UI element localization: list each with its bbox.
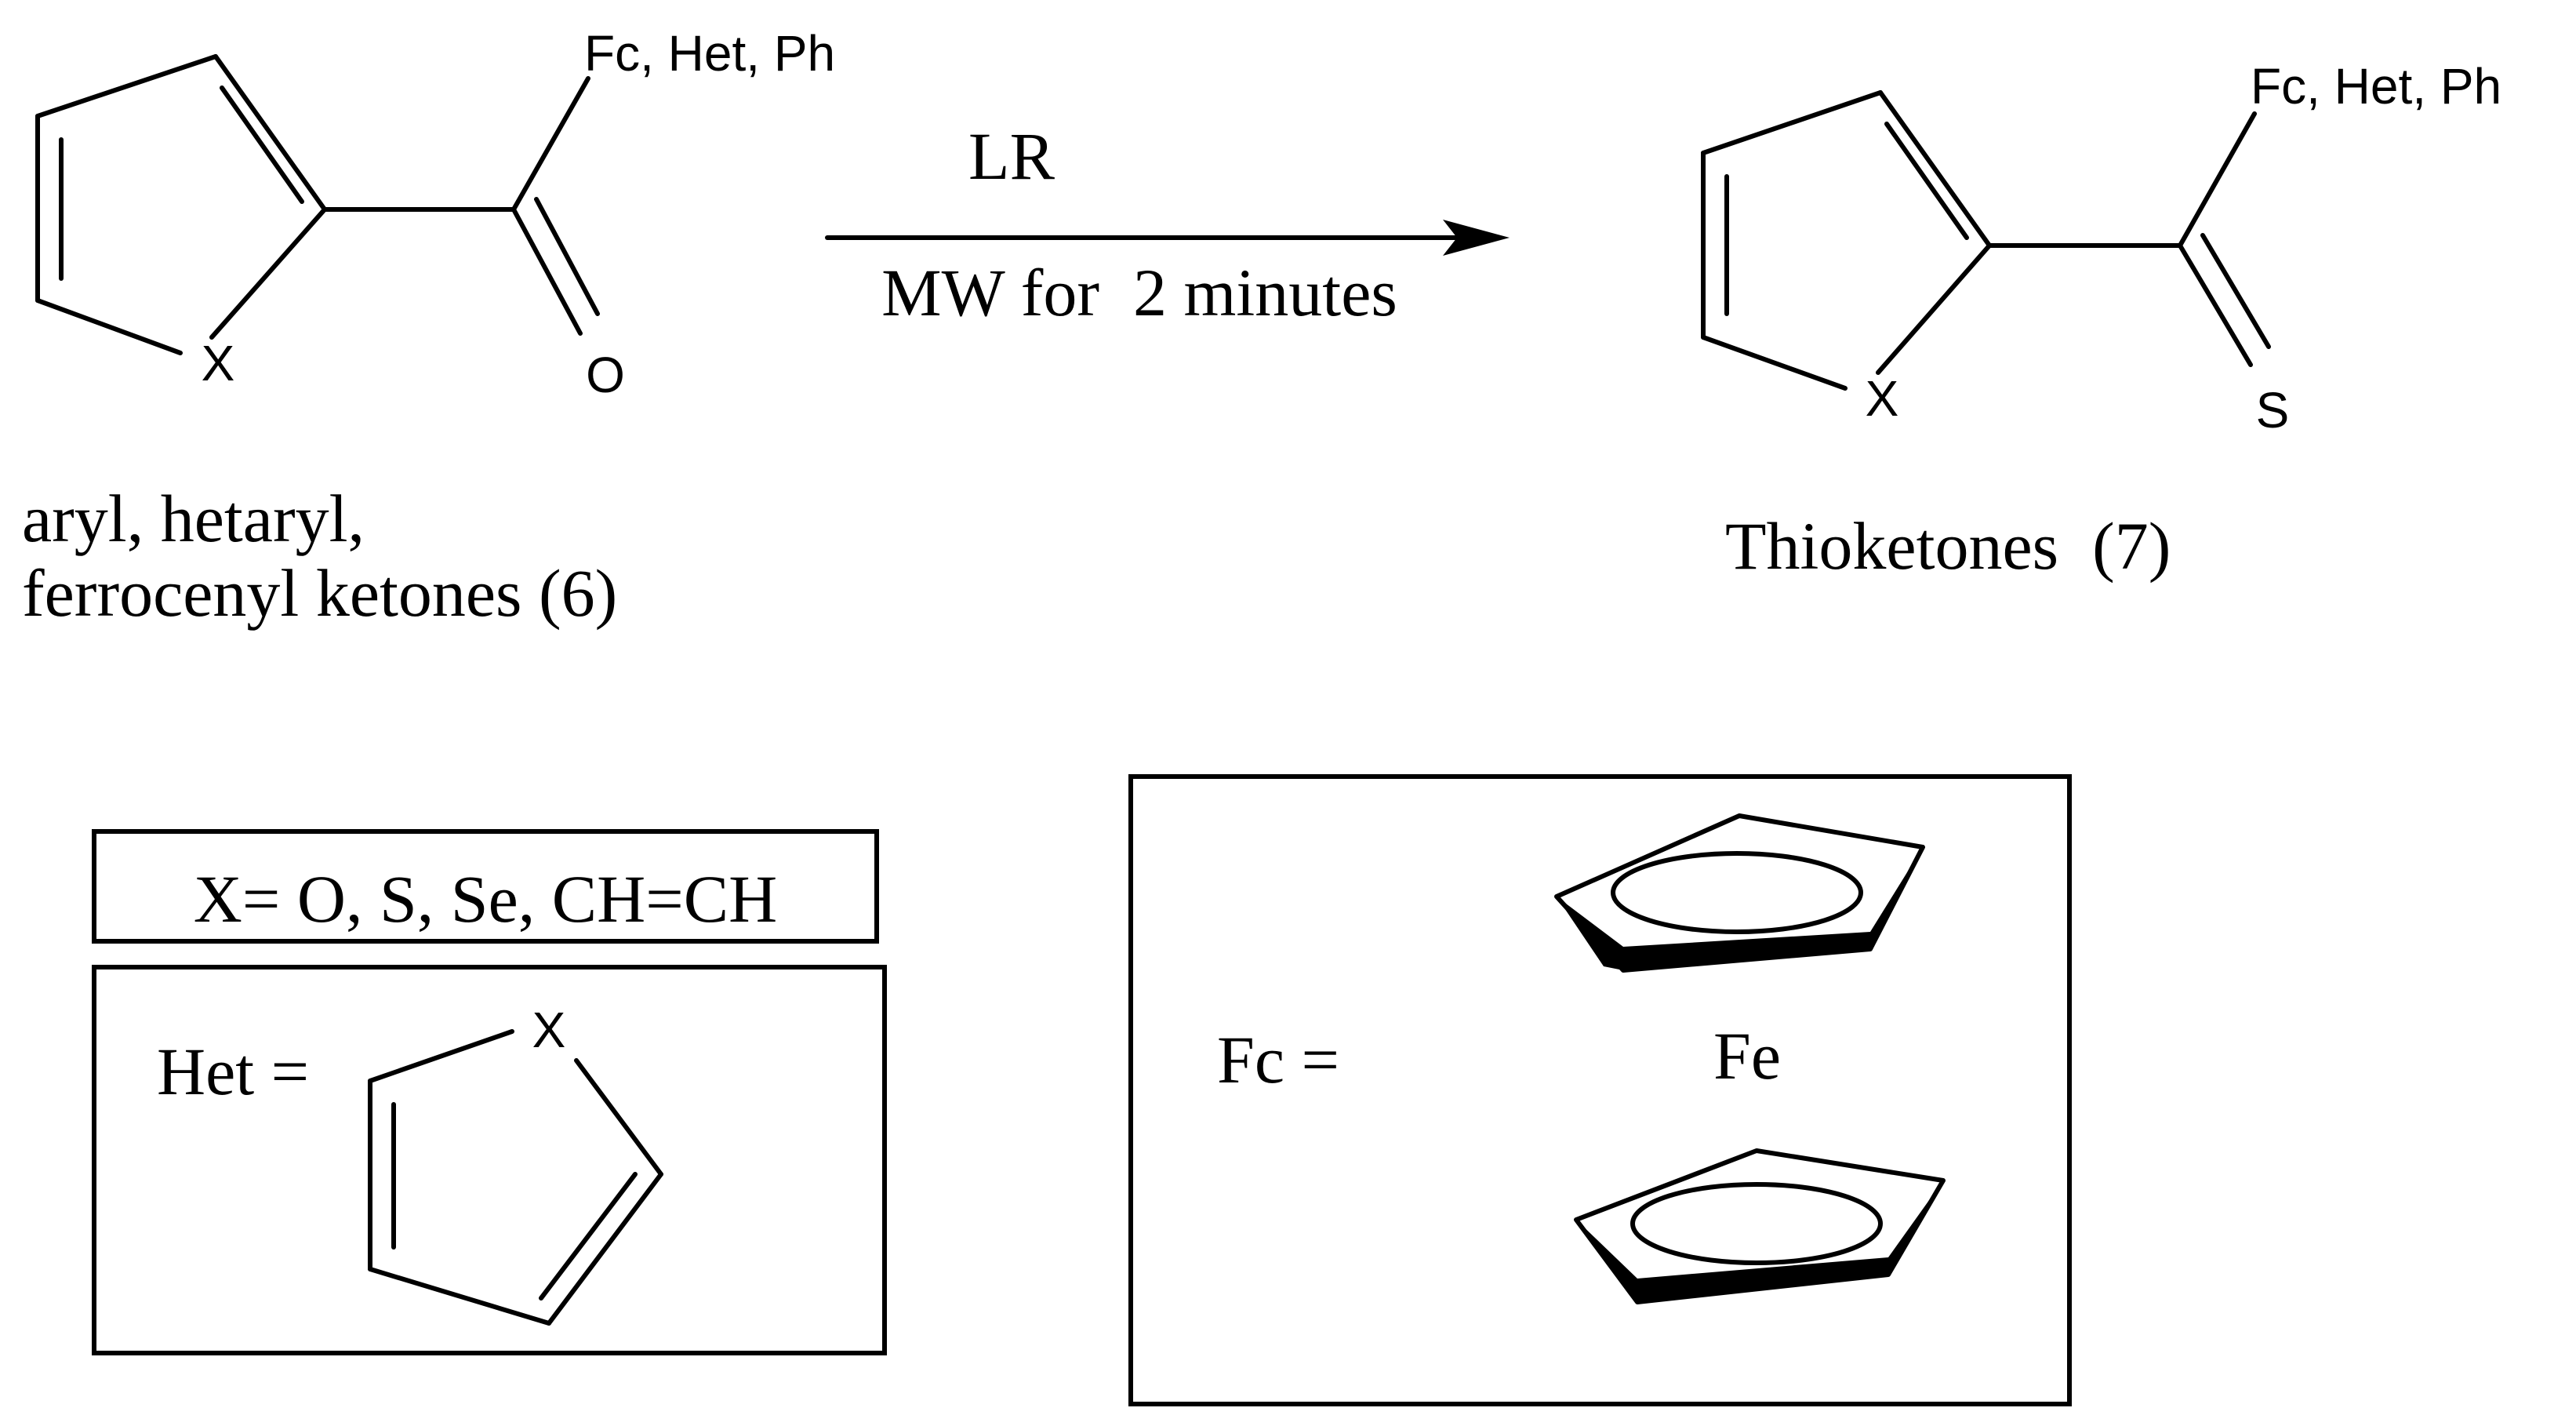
het-definition-box [92,965,887,1355]
het-heteroatom-label: X [532,1002,566,1058]
x-definition-text: X= O, S, Se, CH=CH [194,861,777,937]
reactant-structure: X O Fc, Het, Ph [35,25,835,403]
fc-lower-cp-ring [1574,1148,1946,1304]
product-caption: Thioketones (7) [1725,508,2171,584]
fc-definition-box [1128,774,2072,1406]
reactant-carbonyl-oxygen-label: O [586,347,625,403]
fc-metal-label: Fe [1713,1018,1781,1093]
product-substituent-label: Fc, Het, Ph [2251,58,2502,115]
fc-label: Fc = [1217,1022,1339,1097]
reactant-caption-line2: ferrocenyl ketones (6) [22,555,617,631]
reaction-arrow [825,220,1510,256]
product-structure: X S Fc, Het, Ph [1701,58,2502,438]
x-definition-box [92,829,879,944]
reagent-label: LR [968,118,1055,194]
het-ring-structure: X [368,1002,663,1326]
het-label: Het = [157,1034,309,1109]
reactant-caption-line1: aryl, hetaryl, [22,481,365,556]
product-thione-sulfur-label: S [2256,382,2290,438]
reactant-substituent-label: Fc, Het, Ph [584,25,835,82]
product-heteroatom-label: X [1866,370,1899,427]
reactant-heteroatom-label: X [202,335,235,391]
fc-upper-cp-ring [1554,813,1925,973]
conditions-label: MW for 2 minutes [881,255,1397,330]
